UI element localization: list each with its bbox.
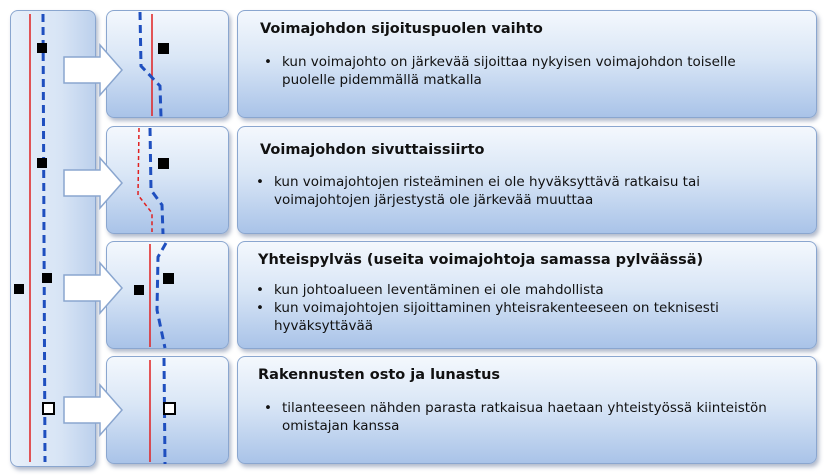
bullet-item: kun voimajohto on järkevää sijoittaa nyk… <box>262 53 762 89</box>
option-title-1: Voimajohdon sijoituspuolen vaihto <box>260 21 543 37</box>
option-title-4: Rakennusten osto ja lunastus <box>258 367 501 383</box>
diagram-panel-3 <box>106 241 229 349</box>
option-title-2: Voimajohdon sivuttaissiirto <box>260 142 485 158</box>
bullet-item: kun voimajohtojen risteäminen ei ole hyv… <box>254 173 794 209</box>
option-bullets-4: tilanteeseen nähden parasta ratkaisua ha… <box>262 399 782 435</box>
square-marker-icon <box>163 273 174 284</box>
square-marker-icon <box>42 273 52 283</box>
square-marker-icon <box>42 402 55 415</box>
option-title-3: Yhteispylväs (useita voimajohtoja samass… <box>258 252 704 268</box>
right-arrow-icon <box>63 383 123 437</box>
option-bullets-2: kun voimajohtojen risteäminen ei ole hyv… <box>254 173 794 209</box>
right-arrow-icon <box>63 156 123 210</box>
option-bullets-3: kun johtoalueen leventäminen ei ole mahd… <box>254 281 794 335</box>
square-marker-icon <box>37 43 47 53</box>
square-marker-icon <box>158 43 169 54</box>
square-marker-icon <box>134 285 144 295</box>
right-arrow-icon <box>63 261 123 315</box>
option-panel-1: Voimajohdon sijoituspuolen vaihto kun vo… <box>237 10 817 118</box>
square-marker-icon <box>158 158 169 169</box>
option-panel-4: Rakennusten osto ja lunastus tilanteesee… <box>237 356 817 464</box>
diagram-panel-1 <box>106 10 229 118</box>
square-marker-icon <box>163 402 176 415</box>
bullet-item: kun voimajohtojen sijoittaminen yhteisra… <box>254 299 794 335</box>
option-bullets-1: kun voimajohto on järkevää sijoittaa nyk… <box>262 53 762 89</box>
blue-dashed-line <box>138 11 163 118</box>
right-arrow-icon <box>63 43 123 97</box>
bullet-item: tilanteeseen nähden parasta ratkaisua ha… <box>262 399 782 435</box>
blue-dashed-line <box>155 242 168 349</box>
square-marker-icon <box>37 158 47 168</box>
diagram-panel-2 <box>106 126 229 234</box>
bullet-item: kun johtoalueen leventäminen ei ole mahd… <box>254 281 794 299</box>
option-panel-3: Yhteispylväs (useita voimajohtoja samass… <box>237 241 817 349</box>
red-dashed-line <box>137 127 153 232</box>
blue-dashed-line <box>148 127 165 235</box>
square-marker-icon <box>14 284 24 294</box>
existing-blue-dashed-line <box>41 13 47 463</box>
current-situation-panel <box>10 10 96 467</box>
option-panel-2: Voimajohdon sivuttaissiirto kun voimajoh… <box>237 126 817 234</box>
